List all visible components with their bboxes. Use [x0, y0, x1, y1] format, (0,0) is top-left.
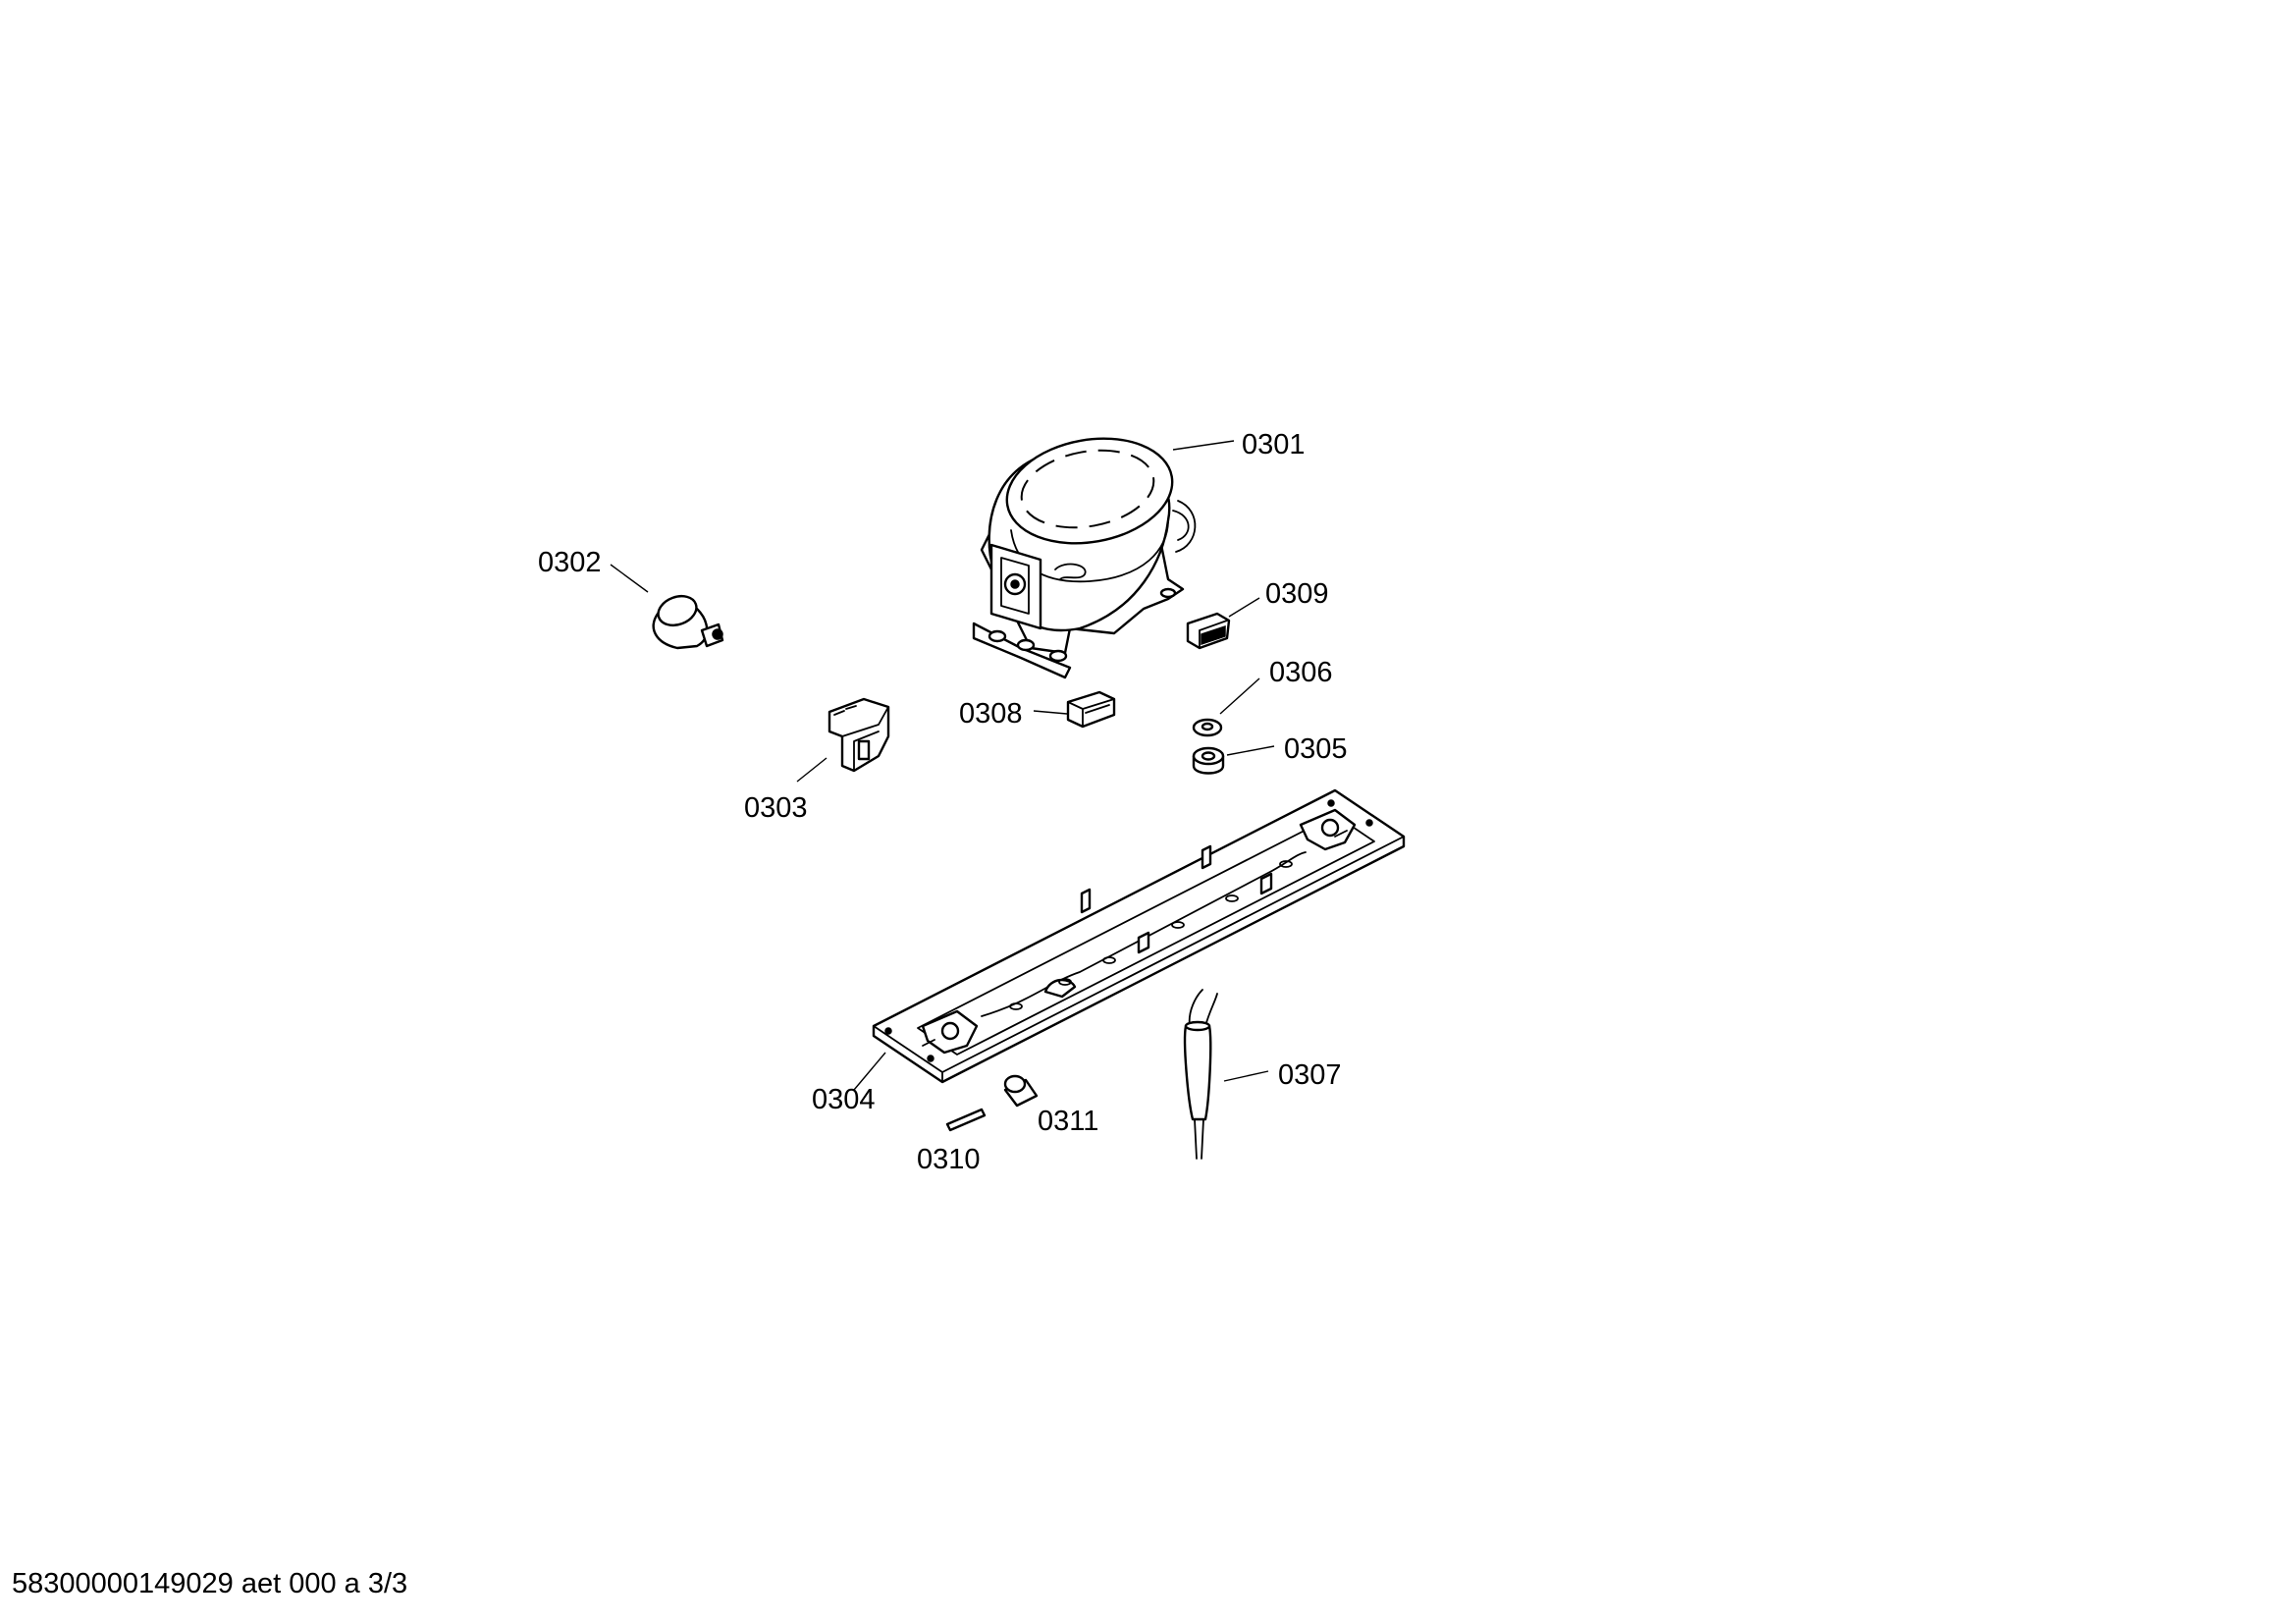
leader-lines	[610, 440, 1275, 1091]
block-part-0308	[1066, 690, 1116, 729]
callout-0310: 0310	[917, 1144, 981, 1175]
leader-line-0303	[796, 757, 828, 783]
pin-part-0310	[945, 1108, 987, 1132]
callout-0303: 0303	[744, 792, 808, 824]
leader-line-0302	[610, 564, 649, 593]
grommet-part-0305	[1192, 746, 1225, 775]
callout-0301: 0301	[1242, 429, 1306, 460]
callout-0306: 0306	[1269, 657, 1333, 688]
sensor-part-0307	[1183, 989, 1218, 1160]
leader-line-0304	[853, 1052, 886, 1091]
leader-line-0307	[1223, 1070, 1269, 1082]
callout-labels: 0301 0302 0303 0304 0305 0306 0307 0308 …	[538, 429, 1348, 1175]
callout-0307: 0307	[1278, 1059, 1342, 1091]
callout-0308: 0308	[959, 698, 1023, 730]
leader-line-0309	[1228, 597, 1260, 618]
callout-0311: 0311	[1038, 1106, 1098, 1137]
clip-part-0309	[1186, 612, 1231, 650]
leader-line-0305	[1226, 745, 1275, 756]
document-id-footer: 58300000149029 aet 000 a 3/3	[12, 1568, 408, 1599]
callout-0304: 0304	[812, 1084, 876, 1115]
sleeve-part-0311	[1003, 1074, 1039, 1108]
callout-0302: 0302	[538, 547, 602, 578]
compressor-part-0301	[972, 437, 1197, 679]
leader-line-0308	[1033, 710, 1068, 715]
relay-part-0303	[828, 697, 890, 773]
leader-line-0306	[1219, 677, 1260, 715]
washer-part-0306	[1192, 718, 1223, 737]
callout-0309: 0309	[1265, 578, 1329, 610]
callout-0305: 0305	[1284, 733, 1348, 765]
leader-line-0301	[1172, 440, 1235, 451]
base-rail-part-0304	[872, 788, 1406, 1084]
component-part-0302	[652, 594, 724, 650]
